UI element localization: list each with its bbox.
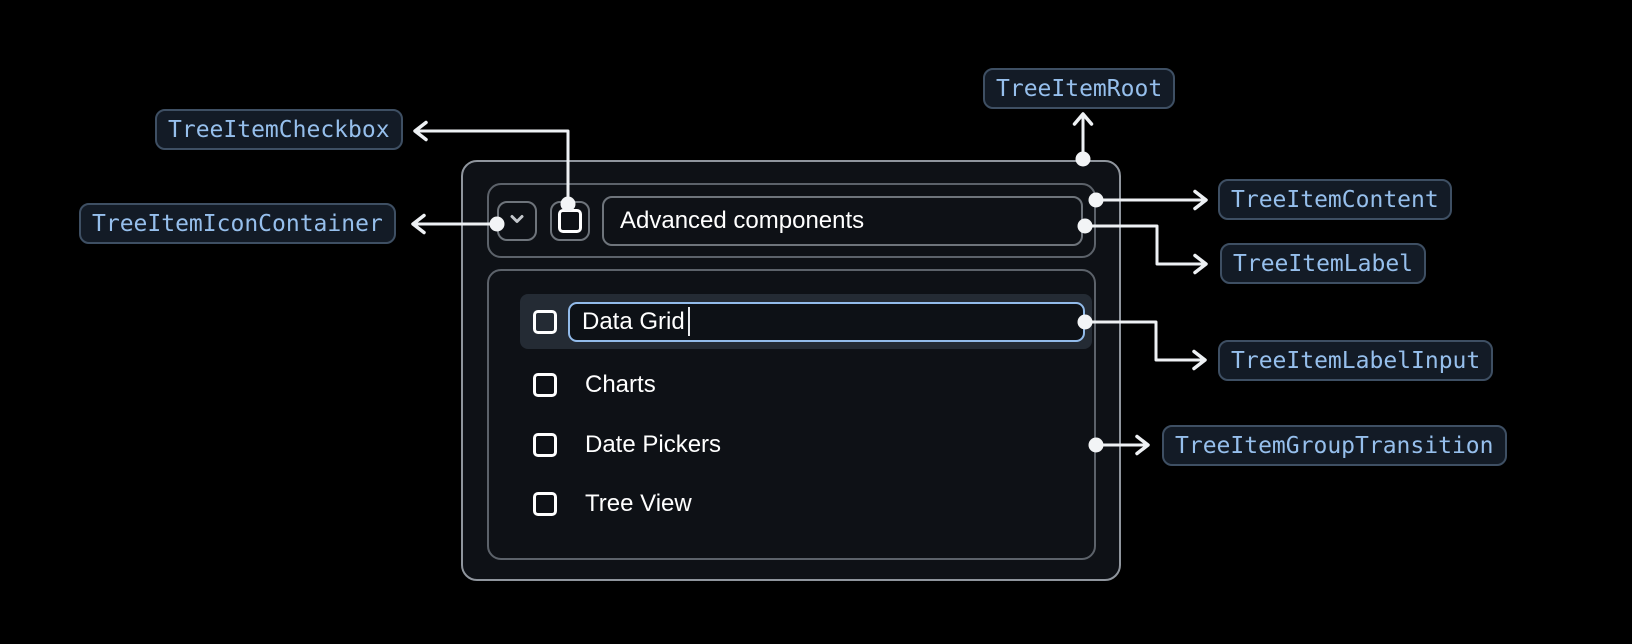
text-cursor-icon <box>687 307 691 336</box>
chevron-down-icon <box>506 208 528 233</box>
label-input-value: Data Grid <box>582 307 685 335</box>
checkbox-unchecked-icon[interactable] <box>533 492 557 516</box>
badge-tree-item-icon-container: TreeItemIconContainer <box>79 203 396 244</box>
checkbox-unchecked-icon[interactable] <box>533 433 557 457</box>
tree-item-checkbox[interactable] <box>550 200 590 241</box>
badge-tree-item-root: TreeItemRoot <box>983 68 1176 109</box>
checkbox-unchecked-icon <box>558 208 582 233</box>
badge-tree-item-label-input: TreeItemLabelInput <box>1218 340 1494 381</box>
checkbox-unchecked-icon[interactable] <box>533 373 557 397</box>
tree-row-editing[interactable]: Data Grid <box>520 294 1092 349</box>
badge-tree-item-group-transition: TreeItemGroupTransition <box>1162 425 1507 466</box>
tree-row-tree-view[interactable]: Tree View <box>520 474 1092 534</box>
tree-row-date-pickers[interactable]: Date Pickers <box>520 415 1092 475</box>
checkbox-unchecked-icon[interactable] <box>533 309 557 334</box>
tree-item-label[interactable]: Advanced components <box>602 195 1083 246</box>
tree-row-label: Charts <box>585 371 656 398</box>
badge-tree-item-content: TreeItemContent <box>1218 179 1452 220</box>
tree-item-icon-container[interactable] <box>497 200 537 241</box>
tree-item-label-text: Advanced components <box>620 206 865 234</box>
badge-tree-item-checkbox: TreeItemCheckbox <box>155 109 403 150</box>
connector-tree-item-root <box>1072 112 1094 167</box>
tree-row-label: Tree View <box>585 490 692 517</box>
badge-tree-item-label: TreeItemLabel <box>1220 243 1427 284</box>
tree-item-content[interactable]: Advanced components <box>487 183 1096 258</box>
tree-item-label-input[interactable]: Data Grid <box>568 301 1085 342</box>
tree-row-charts[interactable]: Charts <box>520 355 1092 415</box>
tree-item-group-transition <box>487 269 1096 560</box>
tree-row-label: Date Pickers <box>585 431 722 458</box>
